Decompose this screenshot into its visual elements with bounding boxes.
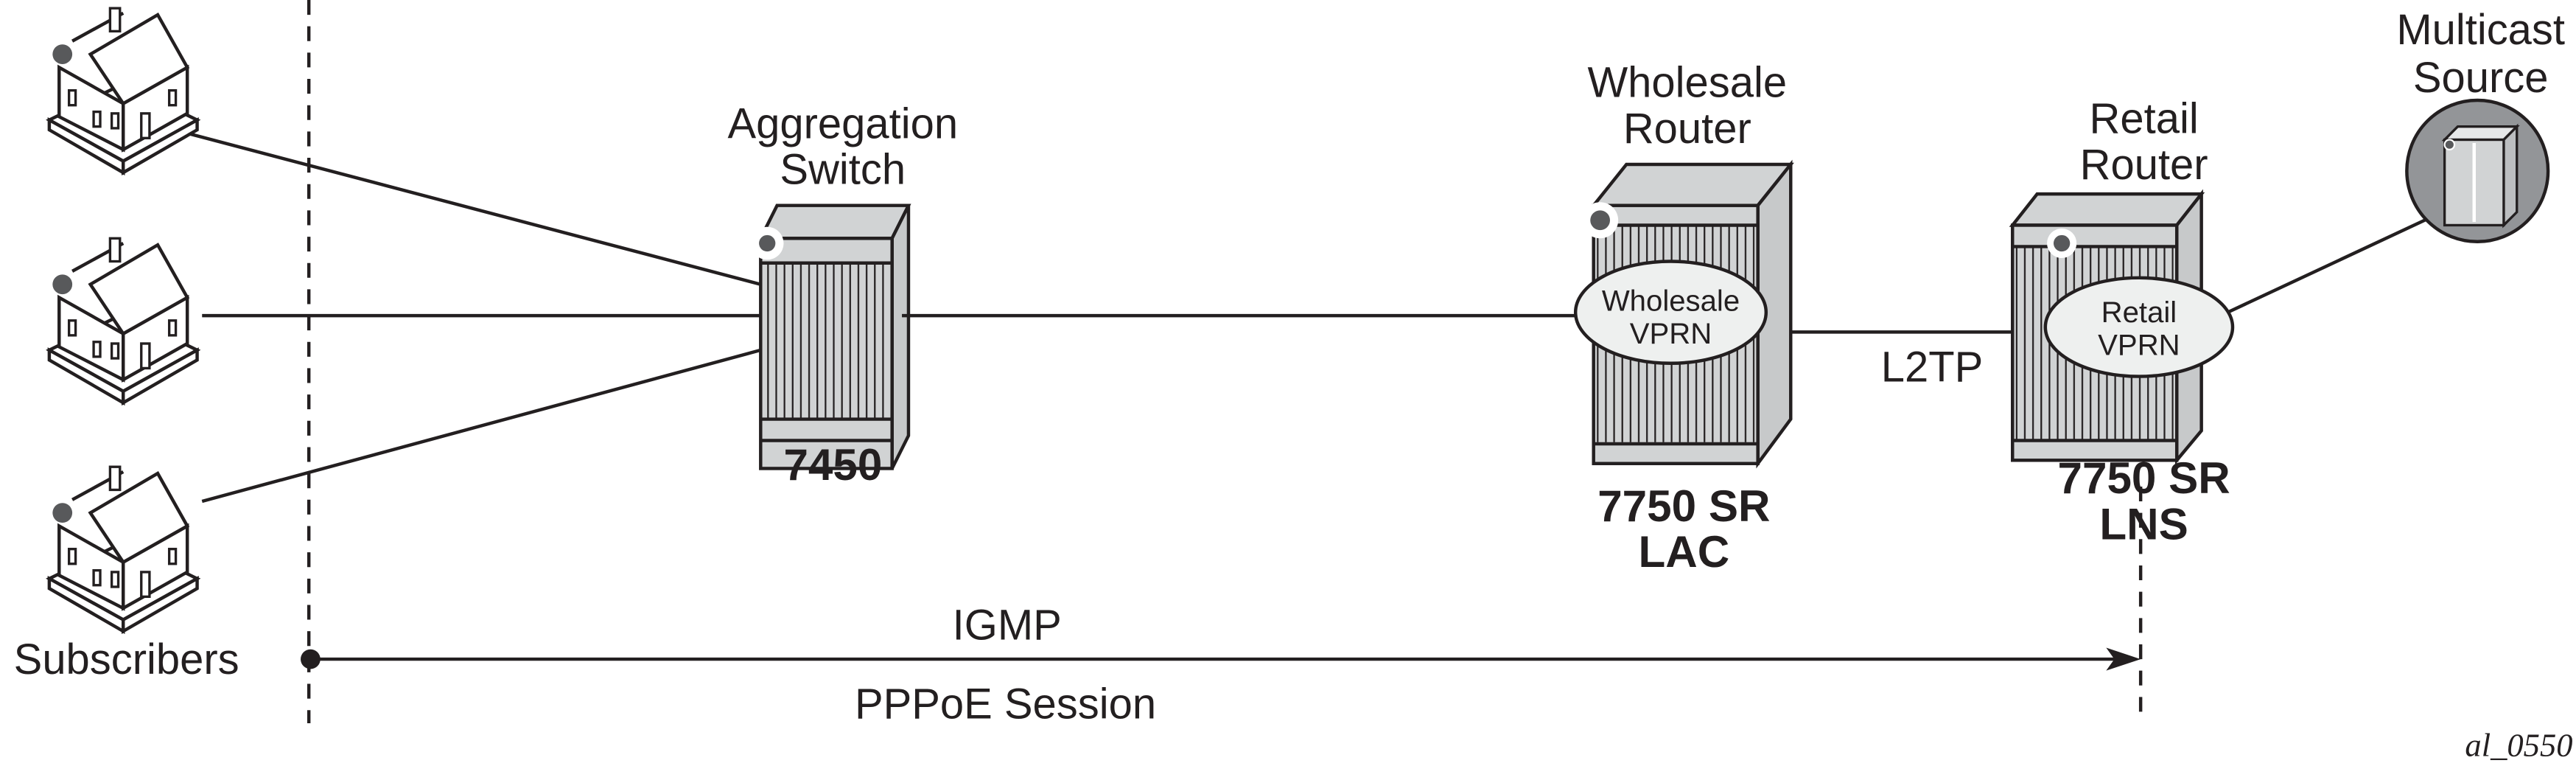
l2tp-label: L2TP [1881, 344, 1984, 391]
multicast-source-title-1: Multicast [2396, 7, 2565, 54]
wholesale-router-role: LAC [1638, 527, 1729, 577]
retail-router-model: 7750 SR [2058, 453, 2230, 503]
subscriber-link-1 [180, 130, 761, 286]
aggregation-switch-model: 7450 [783, 440, 882, 490]
retail-router-title-1: Retail [2090, 96, 2199, 143]
house-icon [49, 467, 197, 631]
wholesale-vprn-label-1: Wholesale [1602, 284, 1740, 317]
subscribers-label: Subscribers [14, 636, 239, 683]
session-start-dot [301, 649, 321, 669]
wholesale-router-model: 7750 SR [1597, 481, 1770, 531]
pppoe-session-label: PPPoE Session [855, 680, 1156, 728]
aggregation-switch-icon [750, 203, 911, 470]
arrowhead-icon [2106, 647, 2141, 671]
retail-router-title-2: Router [2080, 142, 2208, 189]
retail-to-source-link [2227, 217, 2429, 314]
aggregation-switch-title-1: Aggregation [728, 100, 959, 147]
wholesale-router-icon [1573, 159, 1794, 469]
multicast-source-title-2: Source [2413, 55, 2549, 102]
wholesale-router-title-2: Router [1623, 105, 1751, 153]
subscriber-link-3 [201, 348, 761, 504]
house-icon [49, 8, 197, 173]
retail-vprn-label-1: Retail [2101, 296, 2177, 329]
retail-router-role: LNS [2099, 499, 2188, 549]
retail-router-icon [2009, 189, 2235, 465]
wholesale-router-title-1: Wholesale [1587, 60, 1787, 107]
aggregation-switch-title-2: Switch [780, 147, 906, 194]
house-icon [49, 238, 197, 403]
retail-vprn-label-2: VPRN [2098, 329, 2180, 362]
igmp-label: IGMP [953, 602, 1062, 649]
multicast-server-icon [2405, 98, 2550, 243]
figure-id: al_0550 [2465, 727, 2572, 764]
wholesale-vprn-label-2: VPRN [1630, 317, 1712, 350]
